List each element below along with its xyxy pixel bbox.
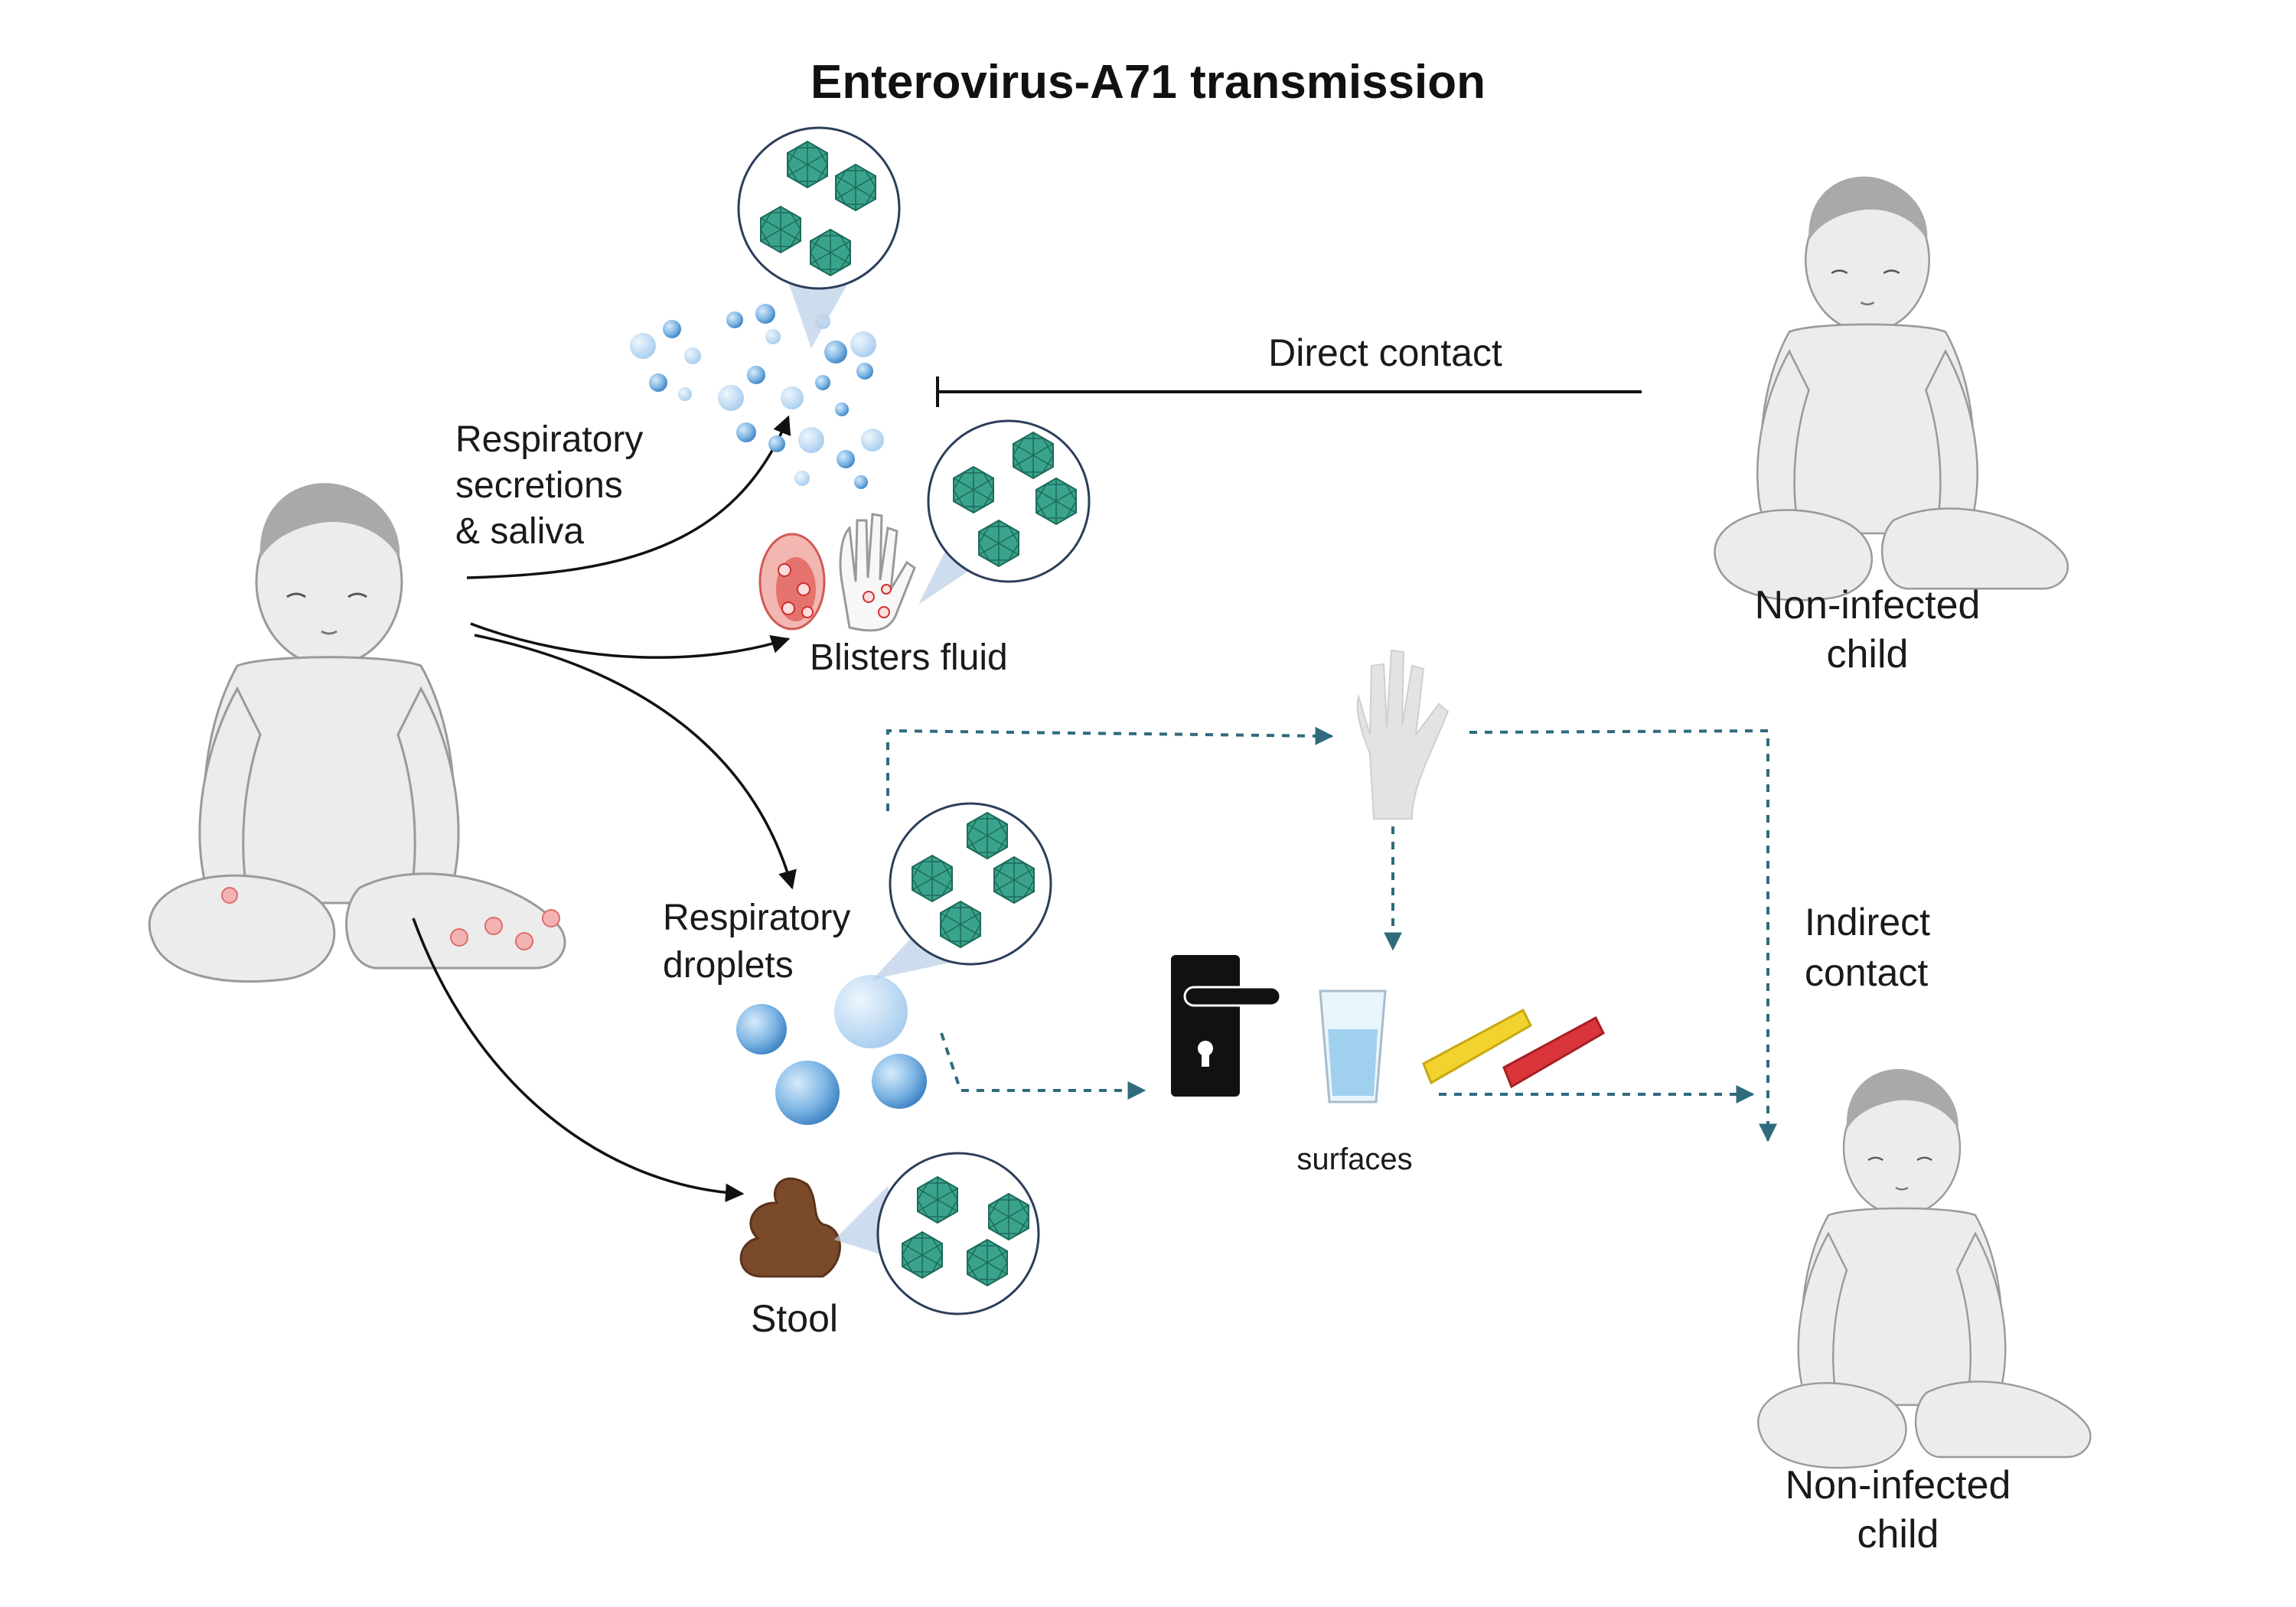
door-handle-icon [1171,955,1282,1097]
arrow-to-secretions [466,415,791,579]
label-blisters-fluid: Blisters fluid [810,637,1008,678]
arrow-to-blisters [470,622,791,659]
label-non-infected-bottom: Non-infected child [1786,1463,2011,1556]
svg-text:contact: contact [1805,951,1928,994]
non-infected-baby-icon [1714,175,2069,601]
arrow-to-droplets [474,634,797,890]
droplets-icon [630,304,884,489]
label-non-infected-top: Non-infected child [1755,583,1981,676]
virus-magnifier-stool [834,1152,1040,1315]
svg-text:& saliva: & saliva [455,511,584,552]
svg-text:child: child [1857,1512,1939,1556]
svg-text:Respiratory: Respiratory [455,419,643,460]
svg-text:Non-infected: Non-infected [1786,1463,2011,1508]
virus-magnifier-blisters [918,419,1091,605]
diagram-title: Enterovirus-A71 transmission [810,56,1486,109]
dashed-arrow-droplets-to-surfaces [940,1032,1146,1100]
label-indirect-contact: Indirect contact [1805,901,1930,994]
respiratory-droplets-icon [736,975,927,1125]
label-surfaces: surfaces [1296,1143,1412,1176]
label-respiratory-droplets: Respiratory droplets [663,898,850,986]
hand-blisters-icon [839,513,916,632]
hand-icon [1356,649,1450,820]
svg-text:Non-infected: Non-infected [1755,583,1981,627]
virus-magnifier-secretions [737,126,901,348]
non-infected-baby-icon [1757,1068,2092,1469]
svg-text:Respiratory: Respiratory [663,898,850,938]
virus-magnifier-droplets [872,802,1052,980]
toy-blocks-icon [1422,1008,1605,1089]
mouth-blisters-icon [758,533,826,631]
svg-text:secretions: secretions [455,465,623,506]
svg-text:droplets: droplets [663,945,794,986]
infected-baby-icon [148,481,566,983]
label-direct-contact: Direct contact [1268,331,1502,374]
arrow-to-stool [412,918,745,1202]
dashed-arrow-to-hand [886,726,1334,811]
stool-icon [739,1177,841,1278]
label-respiratory-secretions: Respiratory secretions & saliva [455,419,643,552]
svg-text:Indirect: Indirect [1805,901,1930,944]
glass-icon [1319,989,1387,1103]
svg-text:child: child [1827,632,1909,676]
label-stool: Stool [751,1297,838,1340]
dashed-arrow-hand-to-child [1469,729,1777,1143]
